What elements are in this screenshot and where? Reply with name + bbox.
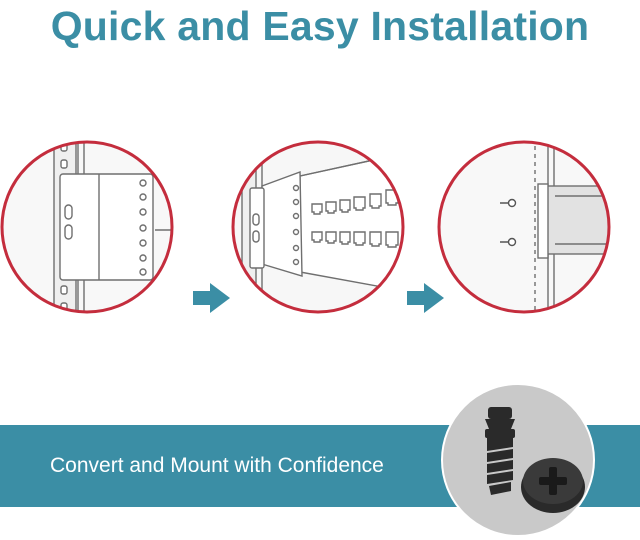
cage-screw-icon: [441, 383, 595, 537]
page-title: Quick and Easy Installation: [50, 3, 590, 49]
arrow-right-icon: [407, 283, 444, 313]
arrow-right-icon: [193, 283, 230, 313]
patch-panel-icon: [233, 142, 403, 312]
step-1-bracket: [0, 140, 174, 314]
rack-bracket-icon: [2, 142, 172, 312]
step-2-patch-panel: [231, 140, 405, 314]
banner-text: Convert and Mount with Confidence: [50, 454, 384, 477]
step-3-rail-mount: [437, 140, 611, 314]
rail-mount-icon: [439, 142, 609, 312]
